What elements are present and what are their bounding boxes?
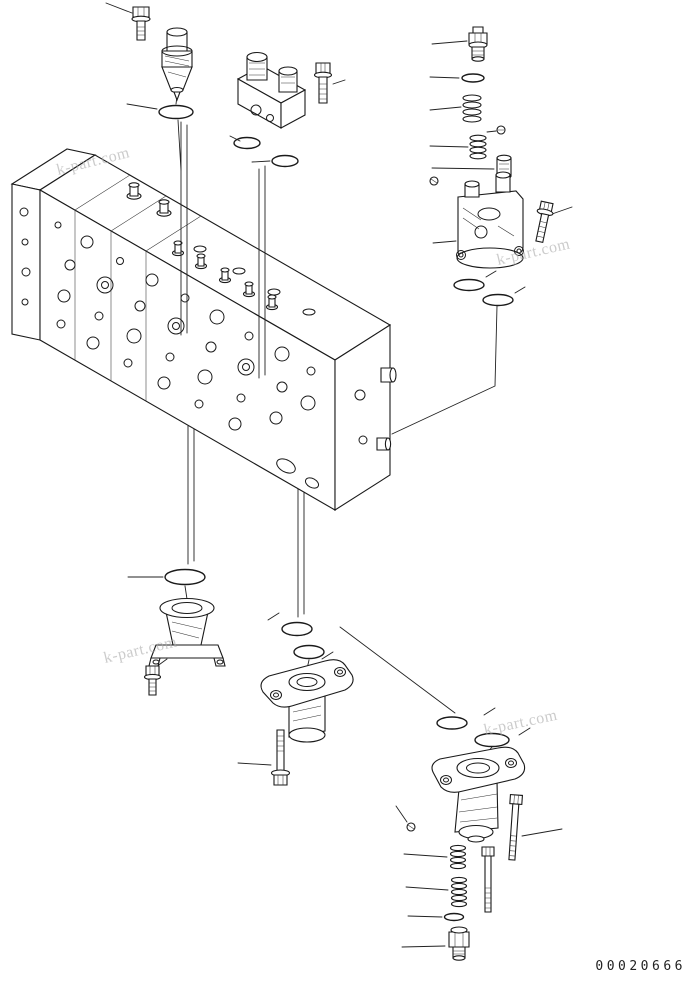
screw-manifold [429, 176, 439, 186]
bolt-bottom-right-2 [481, 846, 495, 913]
check-valve-bottom-center [260, 659, 354, 743]
oring-bottom-right-1 [436, 716, 468, 730]
oring-manifold-1 [453, 278, 485, 292]
oring-lower-left [164, 568, 206, 586]
seat-fitting [496, 154, 512, 180]
bolt-lower-left [143, 665, 162, 696]
plug-fitting-top-right [468, 26, 488, 62]
relief-manifold [456, 171, 524, 269]
bolt-bottom-right-1 [508, 794, 524, 861]
oring-bottom-center-1 [281, 621, 313, 637]
oring-bottom-right-3 [443, 912, 465, 922]
spring-lower [469, 134, 487, 160]
oring-top-right [461, 73, 485, 83]
main-valve-block [10, 148, 397, 512]
oring-bottom-center-2 [293, 644, 325, 660]
spring-bottom-right-1 [449, 844, 467, 870]
pilot-valve-top-center [236, 51, 307, 129]
screw-bottom-right [406, 822, 416, 832]
bolt-manifold [535, 200, 554, 244]
part-number: 00020666 [595, 959, 686, 974]
oring-manifold-2 [482, 293, 514, 307]
bolt-bottom-center [270, 729, 291, 786]
relief-valve-bottom-right [431, 746, 526, 843]
bolt-top-left [131, 6, 151, 41]
leader-lines [105, 2, 573, 948]
valve-seat-small [496, 125, 506, 135]
oring-bottom-right-2 [474, 732, 510, 748]
top-face-valve-caps [126, 182, 279, 311]
watermark: k-part.com [102, 634, 179, 667]
relief-valve-cartridge [161, 27, 193, 102]
spring-upper [462, 94, 482, 123]
oring-top-left [158, 104, 194, 120]
suction-valve-lower-left [148, 597, 226, 667]
oring-top-center-1 [233, 136, 261, 150]
bolt-top-center [313, 62, 333, 104]
spring-bottom-right-2 [450, 876, 468, 908]
oring-top-center-2 [271, 154, 299, 168]
end-cover-bosses [376, 367, 397, 451]
fitting-bottom-right [448, 926, 470, 961]
